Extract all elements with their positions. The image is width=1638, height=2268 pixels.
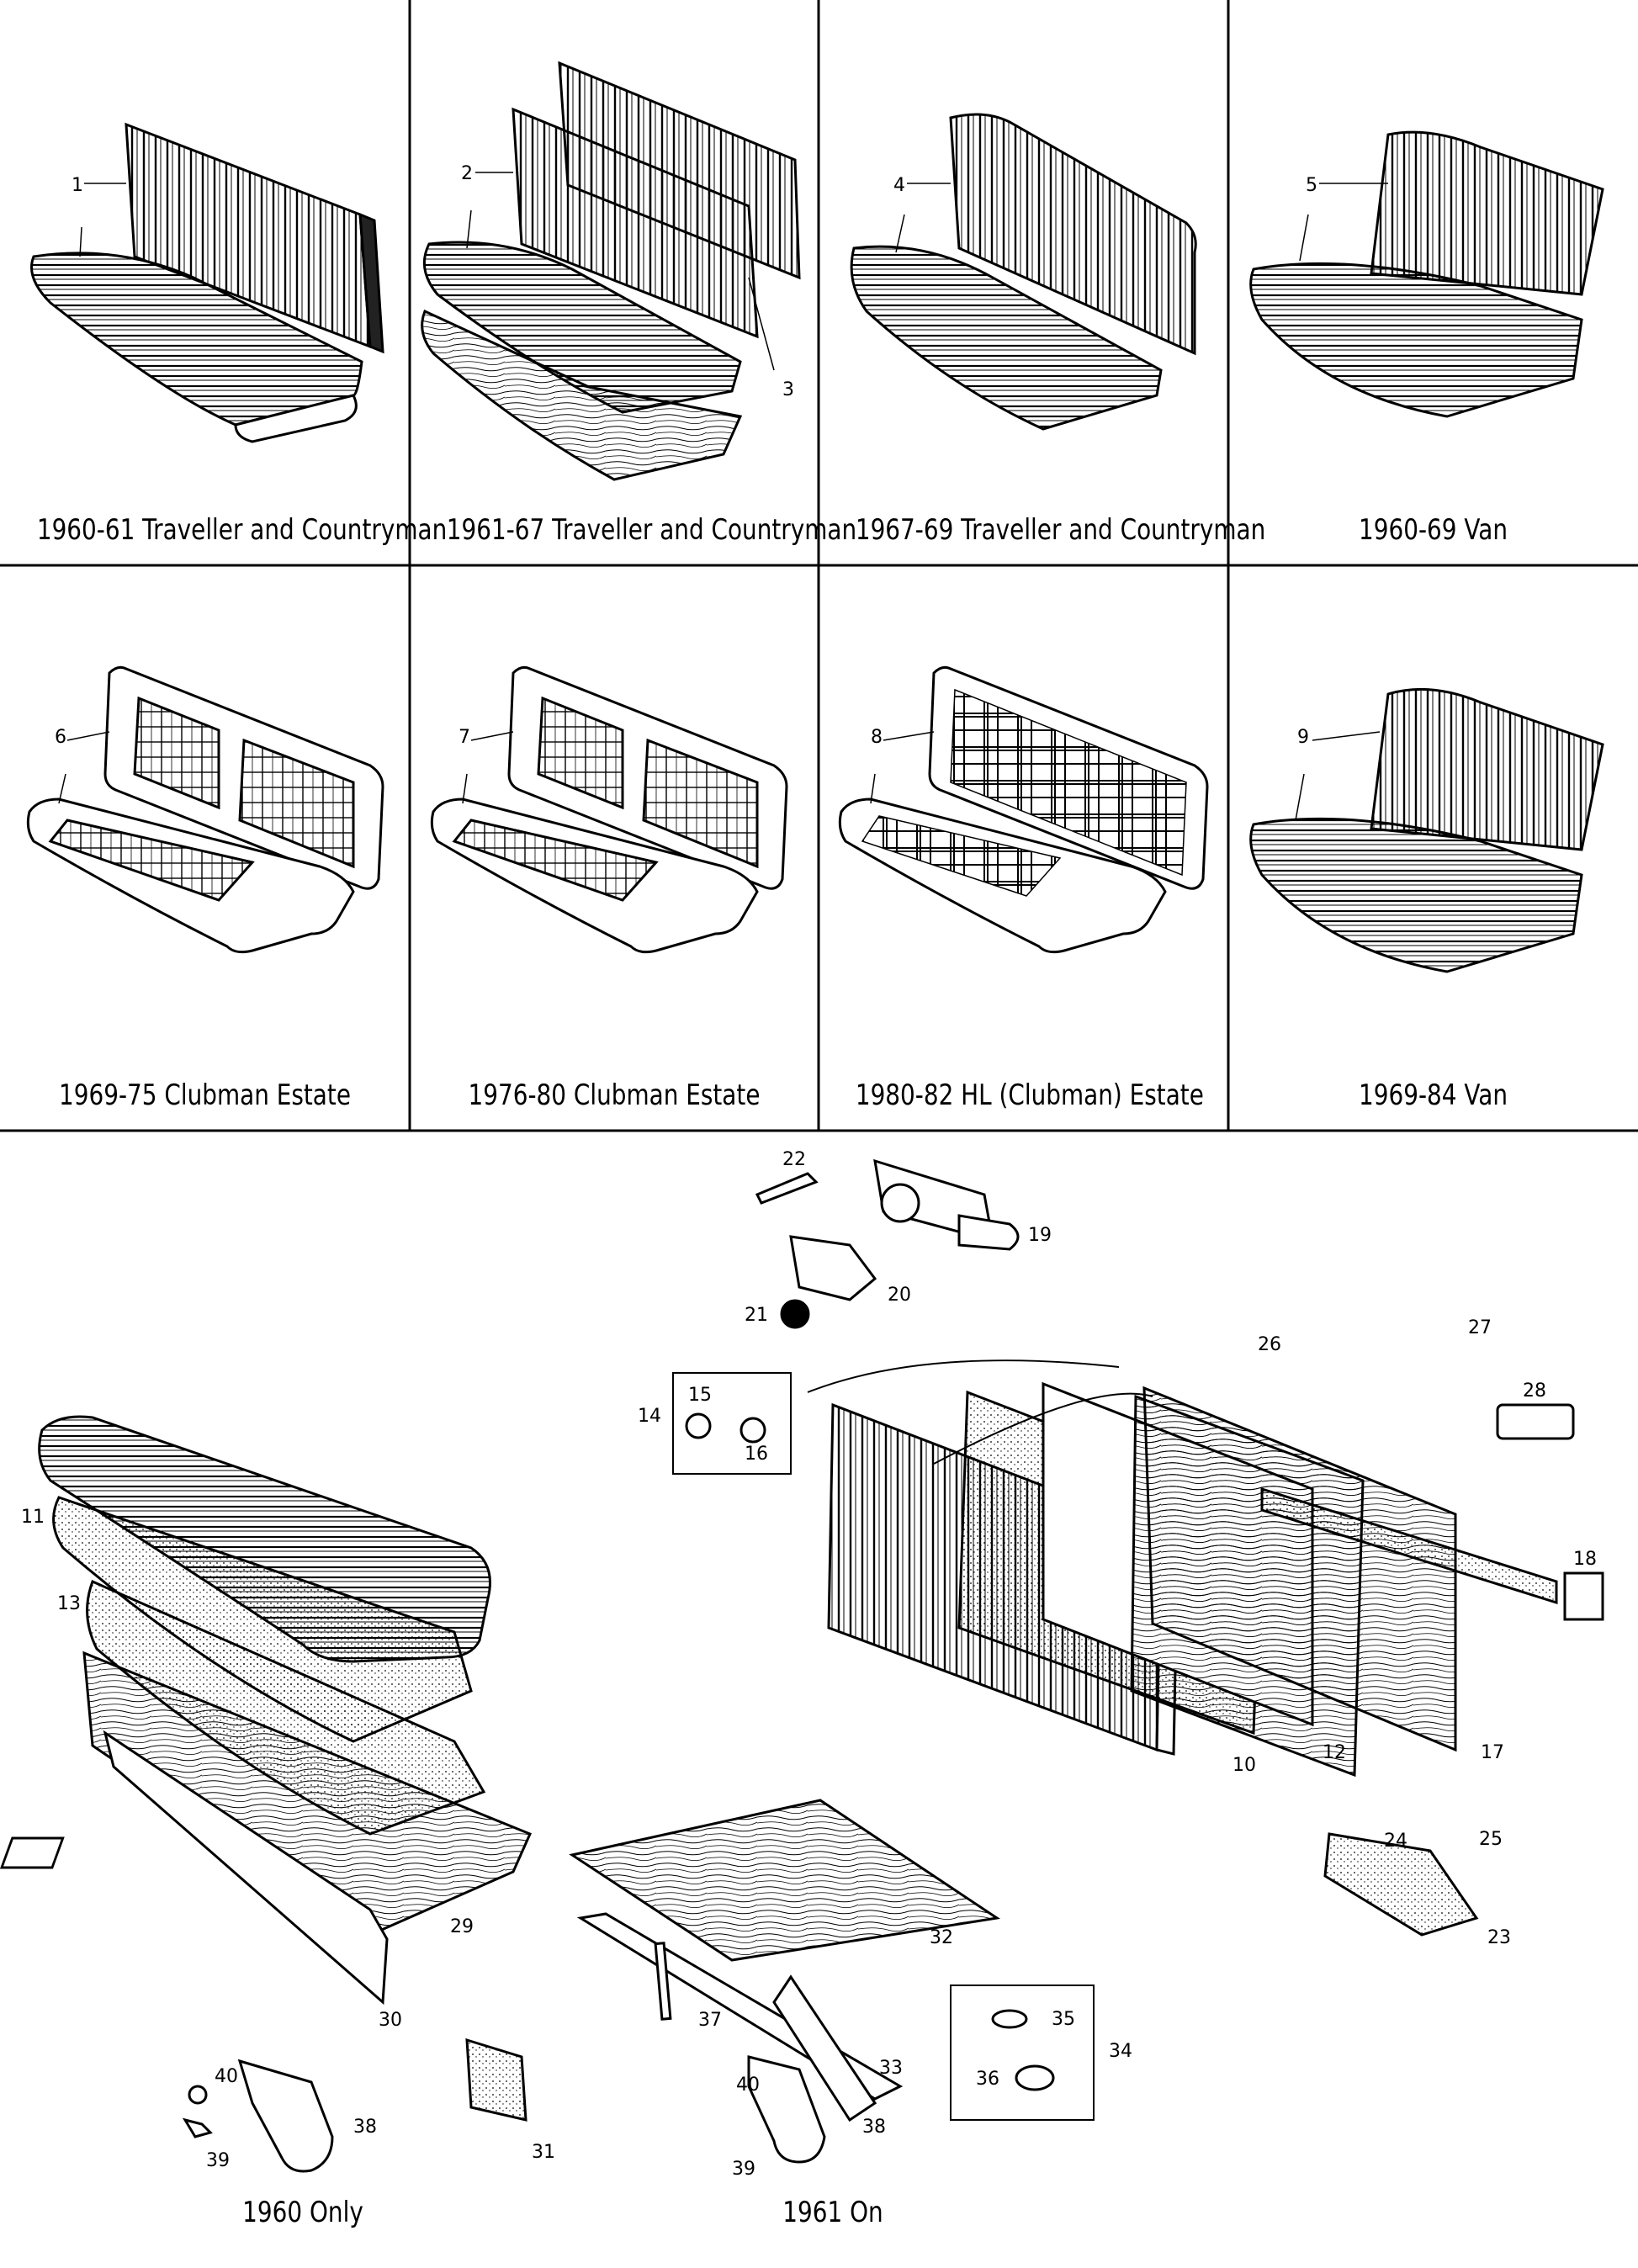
callout-32: 32 <box>930 1927 953 1948</box>
callout-25: 25 <box>1479 1829 1503 1850</box>
callout-4: 4 <box>893 175 905 196</box>
callout-14: 14 <box>638 1406 661 1427</box>
callout-6: 6 <box>55 727 66 748</box>
callout-20: 20 <box>888 1285 911 1306</box>
callout-39-1960: 39 <box>206 2150 230 2171</box>
seat-1960-61-traveller <box>30 122 384 443</box>
caption-1960-69-van: 1960-69 Van <box>1358 513 1508 547</box>
caption-1960-only: 1960 Only <box>242 2196 363 2229</box>
callout-19: 19 <box>1028 1225 1052 1246</box>
callout-28: 28 <box>1523 1380 1546 1402</box>
callout-12: 12 <box>1323 1742 1346 1763</box>
exploded-seat-1960 <box>38 1415 533 2173</box>
callout-21: 21 <box>745 1305 768 1326</box>
callout-40-1960: 40 <box>215 2066 238 2087</box>
caption-1976-80-clubman: 1976-80 Clubman Estate <box>468 1078 761 1112</box>
backrest-assembly <box>807 1359 1604 1937</box>
caption-1961-on: 1961 On <box>782 2196 883 2229</box>
callout-39-1961: 39 <box>732 2159 755 2180</box>
callout-36: 36 <box>976 2069 999 2090</box>
callout-9: 9 <box>1297 727 1309 748</box>
callout-8: 8 <box>871 727 883 748</box>
caption-1969-75-clubman: 1969-75 Clubman Estate <box>59 1078 351 1112</box>
callout-7: 7 <box>459 727 470 748</box>
catch-assembly <box>672 1158 1020 1475</box>
callout-27: 27 <box>1468 1317 1492 1338</box>
exploded-seat-1961-on <box>0 1799 1095 2164</box>
callout-30: 30 <box>379 2010 402 2031</box>
seat-1969-75-clubman <box>26 665 384 954</box>
callout-34: 34 <box>1109 2041 1132 2062</box>
callout-11: 11 <box>21 1507 45 1528</box>
callout-26: 26 <box>1258 1334 1281 1355</box>
callout-17: 17 <box>1481 1742 1504 1763</box>
caption-1980-82-hl-clubman: 1980-82 HL (Clubman) Estate <box>855 1078 1204 1112</box>
callout-3: 3 <box>782 379 794 400</box>
seat-1976-80-clubman <box>430 665 788 954</box>
callout-10: 10 <box>1232 1755 1256 1776</box>
callout-29: 29 <box>450 1916 474 1937</box>
callout-33: 33 <box>879 2058 903 2079</box>
callout-38-1960: 38 <box>353 2117 377 2138</box>
seat-1980-82-hl-clubman <box>838 665 1209 954</box>
callout-18: 18 <box>1573 1549 1597 1570</box>
callout-40-1961: 40 <box>736 2075 760 2096</box>
caption-1969-84-van: 1969-84 Van <box>1358 1078 1508 1112</box>
callout-13: 13 <box>57 1593 81 1614</box>
callout-22: 22 <box>782 1149 806 1170</box>
callout-35: 35 <box>1052 2009 1075 2030</box>
seat-1960-69-van <box>1249 130 1604 418</box>
callout-31: 31 <box>532 2142 555 2163</box>
panel-borders <box>0 0 1638 1132</box>
callout-23: 23 <box>1487 1927 1511 1948</box>
callout-24: 24 <box>1384 1831 1407 1852</box>
callout-16: 16 <box>745 1444 768 1465</box>
callout-37: 37 <box>698 2010 722 2031</box>
seat-1961-67-traveller <box>421 61 801 481</box>
callout-1: 1 <box>72 175 83 196</box>
seat-1969-84-van <box>1249 687 1604 973</box>
callout-2: 2 <box>461 163 473 184</box>
seat-1967-69-traveller <box>850 113 1197 431</box>
callout-5: 5 <box>1306 175 1317 196</box>
callout-15: 15 <box>688 1385 712 1406</box>
callout-38-1961: 38 <box>862 2117 886 2138</box>
